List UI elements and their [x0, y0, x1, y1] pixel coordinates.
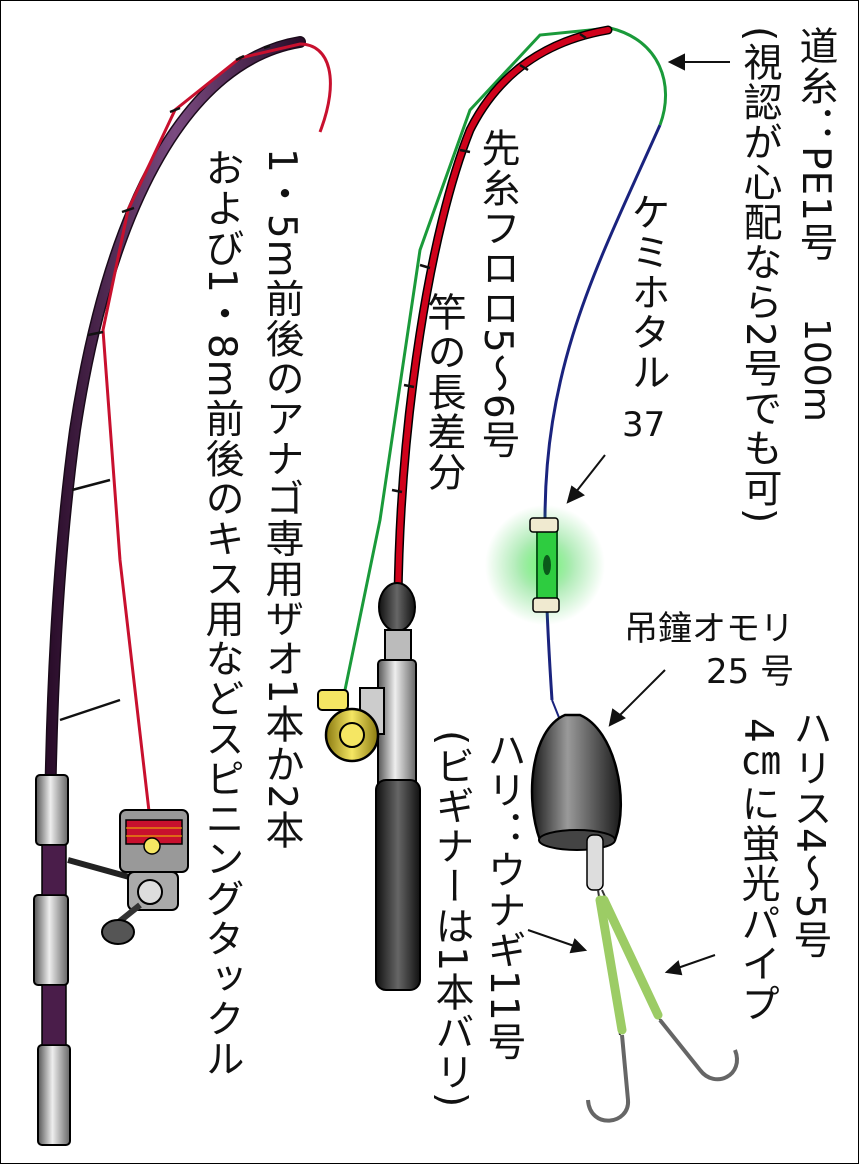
hook-label: ハリ：ウナギ11号 [481, 730, 526, 1062]
sakiito-note: 竿の長差分 [421, 292, 466, 492]
sakiito-label: 先糸フロロ5〜6号 [475, 128, 520, 460]
pointer-arrows [527, 53, 730, 976]
terminal-rig [485, 124, 739, 1123]
rod-note-line2: および1・8m前後のキス用などスピニングタックル [199, 148, 244, 1079]
michiito-label: 道糸：PE1号 [793, 26, 838, 262]
harisu-note: 4㎝に蛍光パイプ [735, 718, 780, 1024]
right-anago-rod [317, 25, 668, 991]
chemical-light-label: ケミホタル [625, 192, 670, 392]
chemical-light [529, 517, 560, 613]
rod-note-line1: 1・5m前後のアナゴ専用ザオ1本か2本 [259, 148, 304, 851]
sinker-size: 25 号 [706, 652, 795, 692]
bell-sinker [530, 699, 622, 891]
harisu-label: ハリス4〜5号 [787, 708, 832, 960]
chemical-light-size: 37 [622, 405, 666, 445]
michiito-note: (視認が心配なら2号でも可) [737, 26, 782, 525]
hook-leaders [586, 889, 739, 1123]
sinker-label: 吊鐘オモリ [624, 609, 794, 649]
hook-note: (ビギナーは1本バリ) [429, 730, 474, 1109]
left-spinning-rod [33, 36, 332, 1146]
michiito-length: 100m [796, 318, 837, 422]
